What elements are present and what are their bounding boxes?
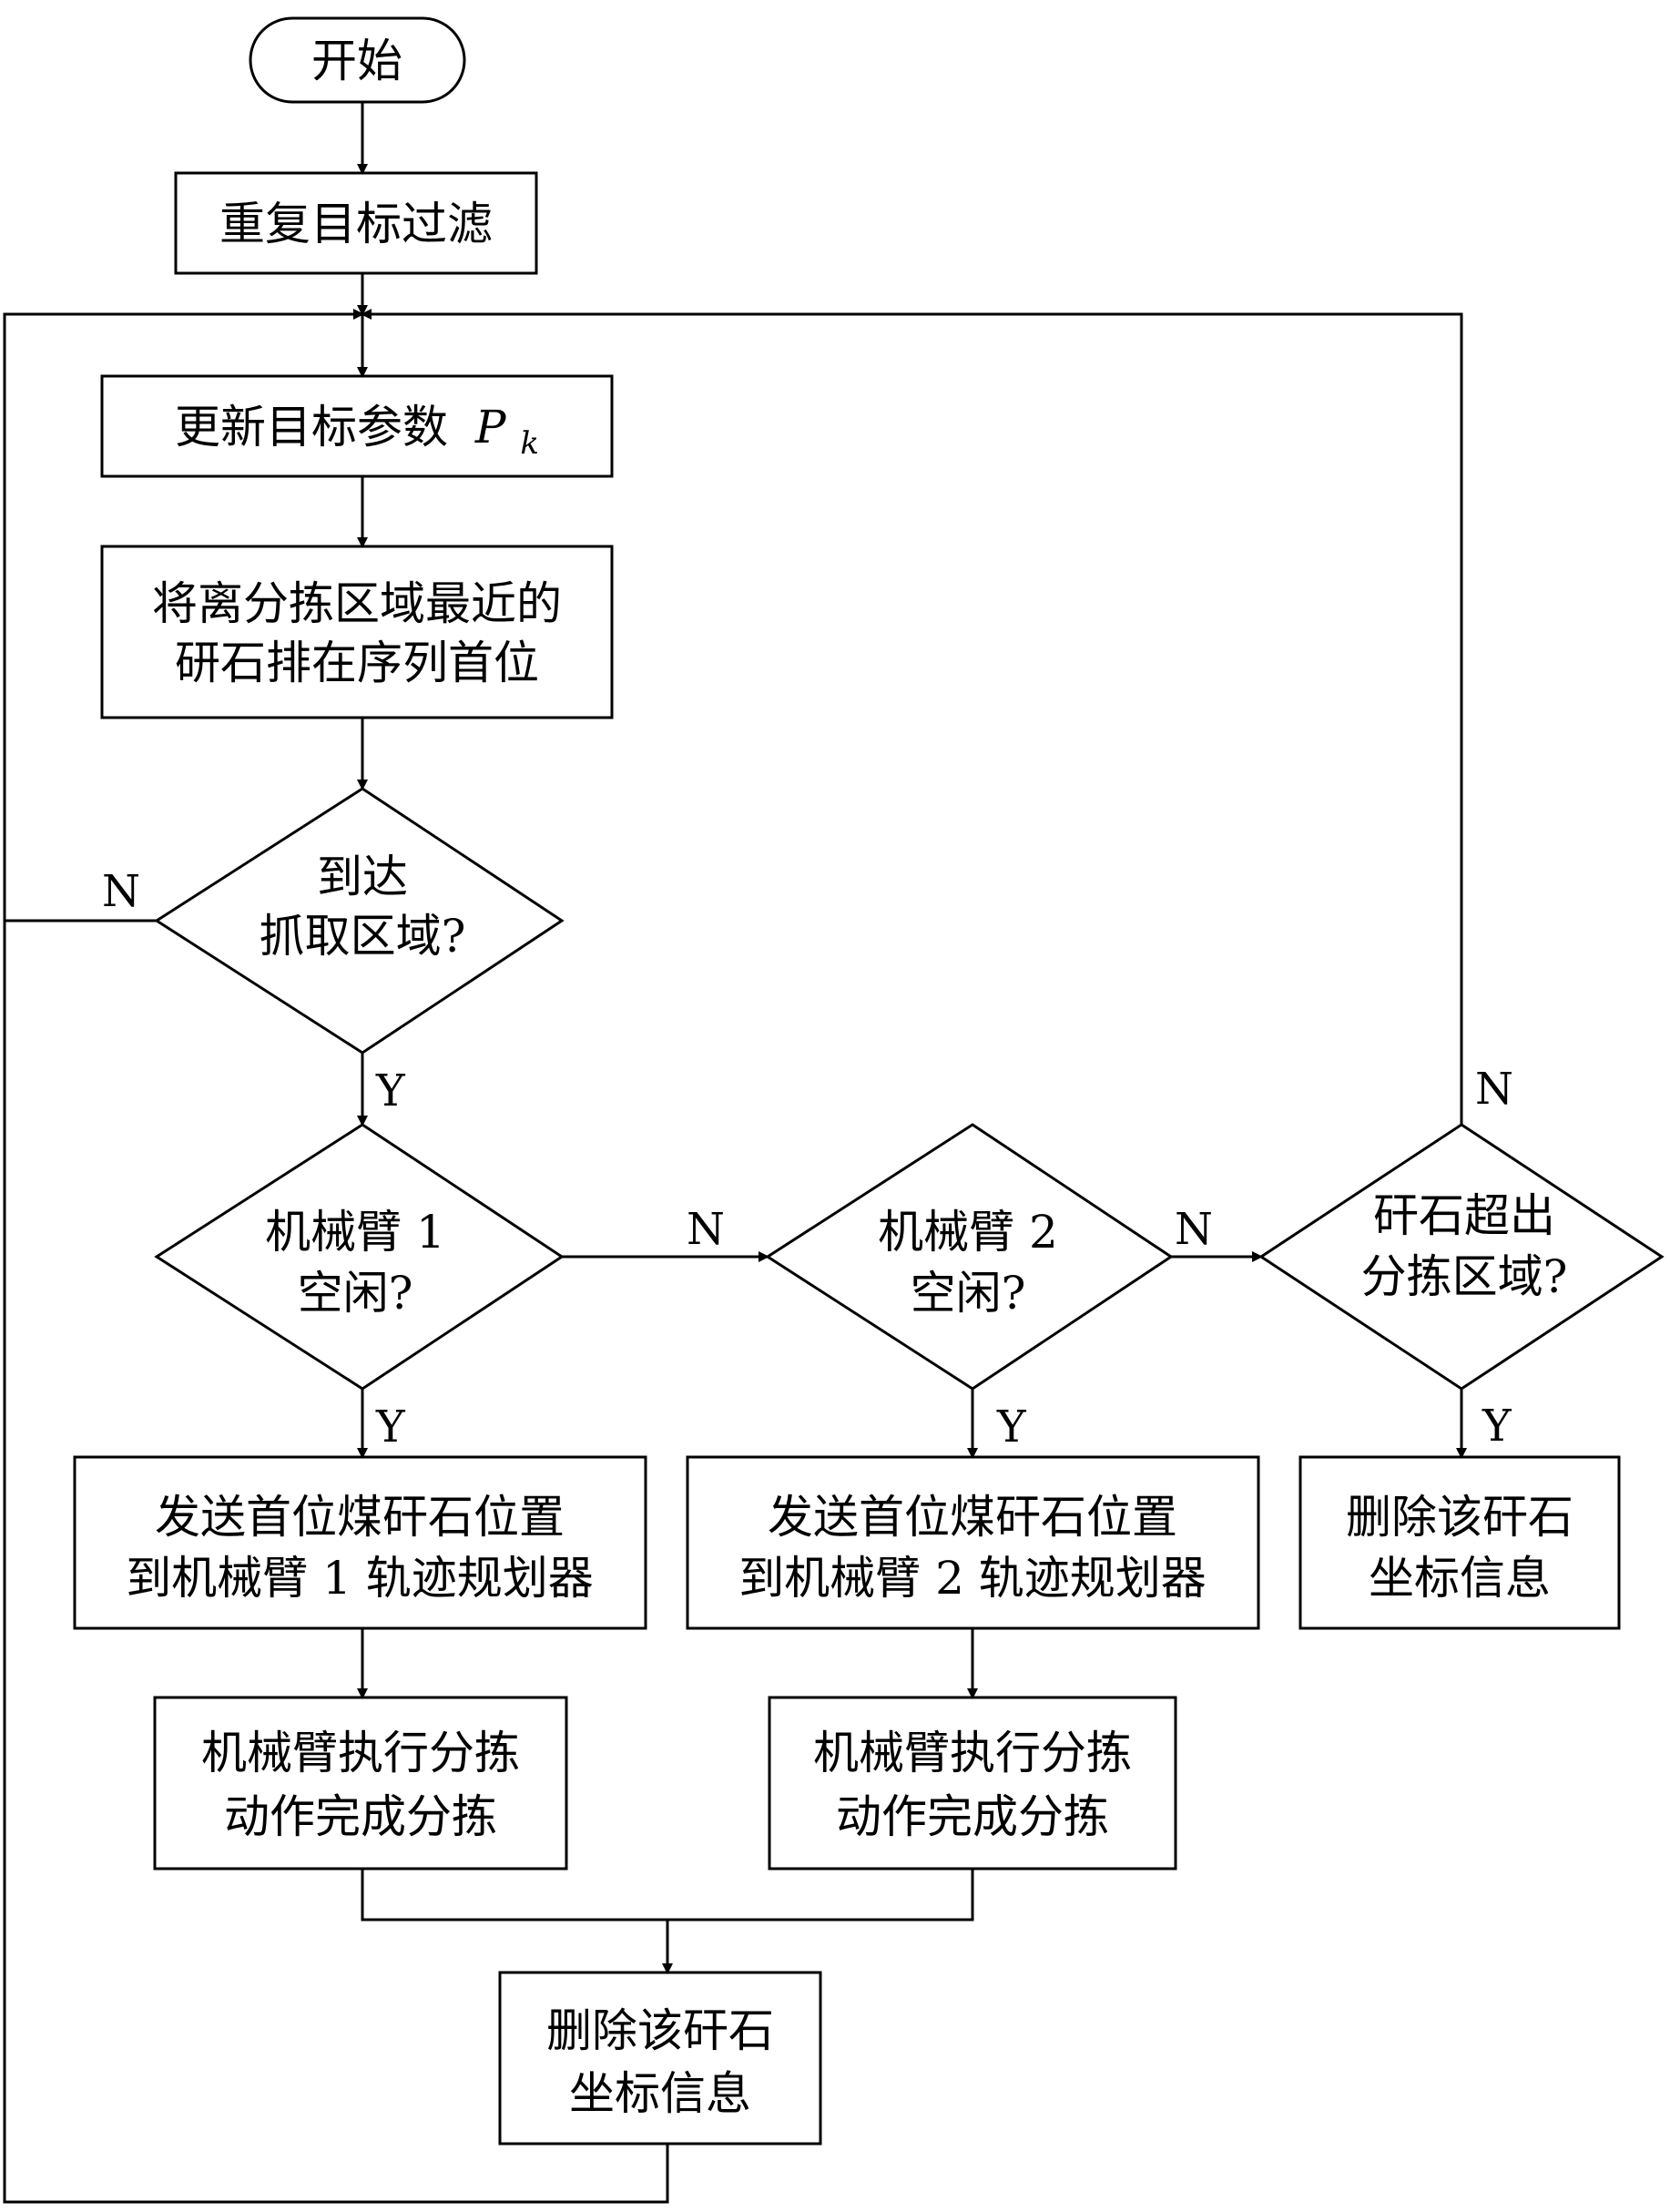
update-sub: k bbox=[520, 425, 539, 462]
sort-line-2: 研石排在序列首位 bbox=[175, 637, 539, 689]
exceed-no-label: N bbox=[1475, 1064, 1513, 1115]
update-var: P bbox=[474, 401, 507, 454]
reach-line-1: 到达 bbox=[317, 851, 408, 903]
exec1-line-1: 机械臂执行分拣 bbox=[201, 1727, 520, 1779]
send2-line-1: 发送首位煤矸石位置 bbox=[768, 1491, 1177, 1544]
arm1-line-2: 空闲? bbox=[298, 1267, 413, 1320]
reach-no-label: N bbox=[102, 866, 140, 917]
reach-yes-label: Y bbox=[375, 1065, 406, 1116]
exceed-line-1: 矸石超出 bbox=[1373, 1189, 1555, 1242]
exceed-line-2: 分拣区域? bbox=[1361, 1250, 1568, 1303]
send2-line-2: 到机械臂 2 轨迹规划器 bbox=[738, 1552, 1207, 1605]
delete-bottom-line-2: 坐标信息 bbox=[569, 2067, 751, 2120]
arm2-line-1: 机械臂 2 bbox=[878, 1206, 1058, 1259]
edge-exceed-no-loop bbox=[361, 309, 1463, 1125]
arm2-no-label: N bbox=[1175, 1204, 1213, 1255]
delete-bottom-box bbox=[498, 1971, 822, 2146]
delete-right-line-2: 坐标信息 bbox=[1369, 1552, 1551, 1605]
delete-right-line-1: 删除该矸石 bbox=[1346, 1491, 1573, 1544]
arm1-yes-label: Y bbox=[375, 1402, 406, 1453]
arm2-line-2: 空闲? bbox=[911, 1267, 1026, 1320]
exec1-line-2: 动作完成分拣 bbox=[224, 1790, 497, 1843]
exceed-yes-label: Y bbox=[1482, 1401, 1512, 1452]
filter-box bbox=[174, 171, 538, 275]
reach-line-2: 抓取区域? bbox=[260, 910, 466, 963]
start-label: 开始 bbox=[311, 35, 402, 87]
filter-label: 重复目标过滤 bbox=[219, 198, 493, 250]
arm2-yes-label: Y bbox=[996, 1402, 1027, 1453]
send1-line-2: 到机械臂 1 轨迹规划器 bbox=[126, 1552, 594, 1605]
sort-box bbox=[100, 545, 614, 719]
edge-left-loop bbox=[3, 309, 669, 2204]
arm1-line-1: 机械臂 1 bbox=[265, 1206, 445, 1259]
arm1-no-label: N bbox=[687, 1204, 725, 1255]
update-text: 更新目标参数 bbox=[175, 401, 448, 454]
exec2-line-1: 机械臂执行分拣 bbox=[813, 1727, 1132, 1779]
delete-bottom-line-1: 删除该矸石 bbox=[546, 2004, 774, 2057]
start-terminal bbox=[249, 16, 466, 104]
update-label: 更新目标参数 P k bbox=[175, 401, 539, 462]
sort-line-1: 将离分拣区域最近的 bbox=[152, 577, 562, 630]
send1-line-1: 发送首位煤矸石位置 bbox=[155, 1491, 565, 1544]
exec2-line-2: 动作完成分拣 bbox=[836, 1790, 1109, 1843]
edge-exec-merge bbox=[361, 1869, 974, 1921]
